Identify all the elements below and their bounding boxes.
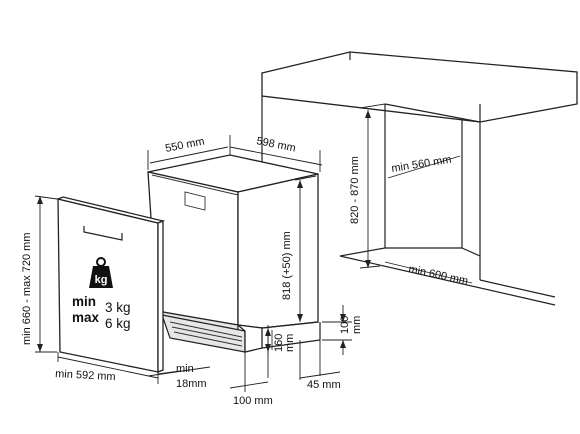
- countertop: [261, 51, 578, 123]
- dishwasher-back: [237, 173, 319, 329]
- plinth-height-b-label: 100: [339, 316, 351, 334]
- door-height-label: min 660 - max 720 mm: [21, 233, 33, 345]
- plinth-height-unit-b: mm: [351, 316, 363, 334]
- side-gap-label: 45 mm: [307, 379, 341, 391]
- dimension-lines: [34, 103, 473, 392]
- dishwasher-body: [147, 154, 321, 353]
- height-label: 818 (+50) mm: [281, 231, 293, 300]
- dimension-labels: 550 mm 598 mm 818 (+50) mm min 660 - max…: [21, 135, 469, 407]
- door-panel: kg min 3 kg max 6 kg: [55, 196, 166, 373]
- weight-icon-label: kg: [95, 274, 108, 286]
- door-gap-min-label: min: [176, 363, 194, 375]
- weight-min-value: 3 kg: [105, 300, 131, 315]
- niche-depth-label: min 600 mm: [407, 263, 469, 287]
- weight-max-value: 6 kg: [105, 316, 131, 331]
- foot-housing: [235, 324, 263, 353]
- plinth-height-unit-a: mm: [284, 334, 296, 352]
- top-panel-slot: [184, 191, 206, 211]
- kitchen-niche: [261, 51, 578, 306]
- depth-label: 550 mm: [164, 136, 205, 155]
- niche-height-label: 820 - 870 mm: [349, 156, 361, 224]
- door-width-label: min 592 mm: [55, 368, 116, 383]
- plinth-depth-label: 100 mm: [233, 395, 273, 407]
- plinth-height-a-label: 160: [273, 334, 285, 352]
- weight-kg-icon: [89, 266, 113, 288]
- weight-max-label: max: [72, 310, 100, 325]
- door-handle: [83, 226, 123, 241]
- dimension-arrows: [37, 110, 371, 352]
- niche-width-label: min 560 mm: [391, 154, 453, 175]
- door-gap-value-label: 18mm: [176, 378, 207, 390]
- weight-min-label: min: [72, 294, 96, 309]
